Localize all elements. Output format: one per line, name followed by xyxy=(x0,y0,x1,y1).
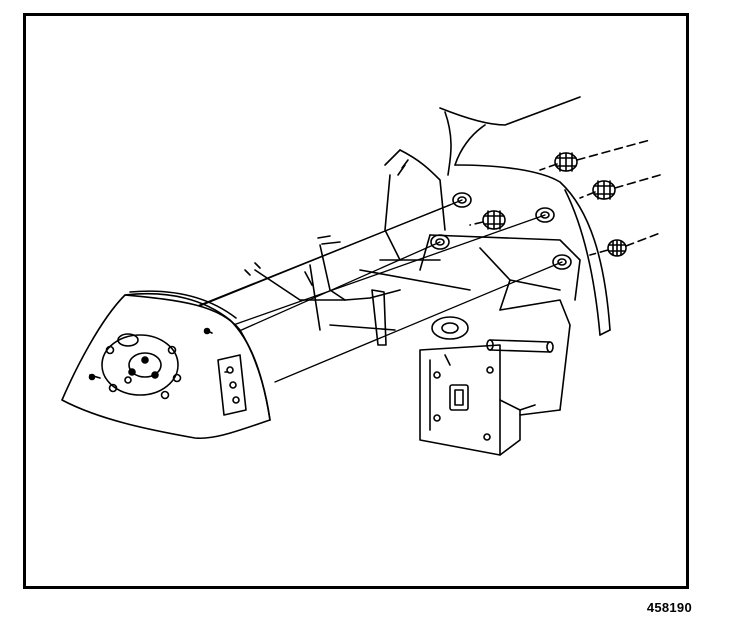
taillamp-assembly xyxy=(61,290,271,440)
nut-1 xyxy=(554,152,578,172)
nut-alignment-lines xyxy=(469,139,661,256)
mounting-plate xyxy=(419,316,554,456)
figure-frame xyxy=(23,13,689,589)
nuts xyxy=(482,152,627,257)
body-mounting-holes xyxy=(430,192,572,270)
nut-2 xyxy=(592,180,616,200)
figure-number: 458190 xyxy=(646,600,692,615)
nut-3 xyxy=(482,210,506,230)
nut-4 xyxy=(607,239,627,257)
